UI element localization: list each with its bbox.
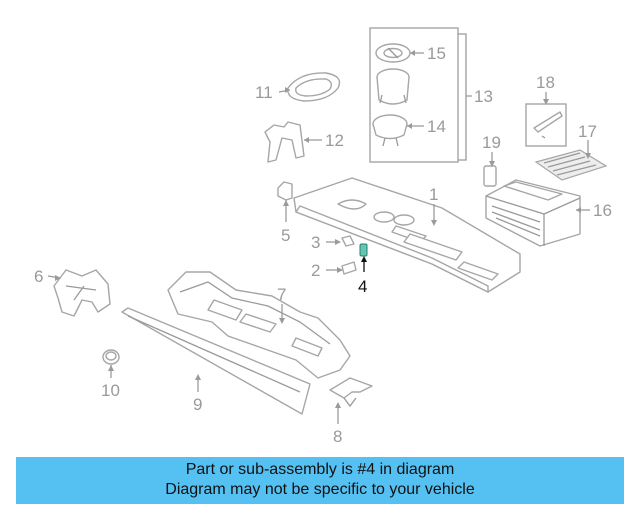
part-12-bracket[interactable] <box>264 121 305 163</box>
arrow-14 <box>407 123 412 129</box>
banner-line-part-number: Part or sub-assembly is #4 in diagram <box>185 461 455 478</box>
arrow-11 <box>285 87 290 93</box>
part-16-storage-bin[interactable] <box>485 179 581 247</box>
callout-3[interactable]: 3 <box>311 233 320 252</box>
arrow-17 <box>585 153 591 159</box>
info-banner: Part or sub-assembly is #4 in diagram Di… <box>16 457 624 504</box>
part-13-bracket <box>458 33 472 161</box>
exploded-parts-diagram: 15 13 14 11 12 1 19 18 17 16 5 3 2 4 6 7… <box>34 27 612 446</box>
arrow-19 <box>489 161 495 167</box>
callout-5[interactable]: 5 <box>281 226 290 245</box>
part-18-trim[interactable] <box>525 103 567 147</box>
part-15-cup-ring[interactable] <box>375 43 411 63</box>
arrow-15 <box>410 50 415 56</box>
part-10-grommet[interactable] <box>102 349 120 365</box>
part-9-side-panel[interactable] <box>121 307 311 415</box>
part-2-clip[interactable] <box>341 261 357 275</box>
arrow-8 <box>335 402 341 408</box>
callout-17[interactable]: 17 <box>578 122 597 141</box>
part-3-clip[interactable] <box>341 235 355 247</box>
callout-10[interactable]: 10 <box>101 381 120 400</box>
arrow-10 <box>108 365 114 371</box>
arrow-4 <box>361 256 367 262</box>
callout-12[interactable]: 12 <box>325 131 344 150</box>
callout-2[interactable]: 2 <box>311 261 320 280</box>
part-11-lid[interactable] <box>287 72 341 102</box>
arrow-6 <box>55 275 61 281</box>
arrow-3 <box>335 239 341 245</box>
part-7-frame[interactable] <box>167 271 351 379</box>
callout-16[interactable]: 16 <box>593 201 612 220</box>
arrow-16 <box>576 207 581 213</box>
arrow-18 <box>543 99 549 105</box>
callout-15[interactable]: 15 <box>427 44 446 63</box>
arrow-7 <box>279 318 285 324</box>
part-4-clip-highlighted[interactable] <box>359 243 368 257</box>
part-5-clip[interactable] <box>277 181 293 201</box>
callout-13[interactable]: 13 <box>474 87 493 106</box>
arrow-9 <box>195 374 201 380</box>
part-14-cup-base[interactable] <box>372 114 408 147</box>
callout-11[interactable]: 11 <box>255 83 273 102</box>
arrow-2 <box>337 267 343 273</box>
callout-6[interactable]: 6 <box>34 267 43 286</box>
callout-4[interactable]: 4 <box>358 277 367 296</box>
part-8-bracket[interactable] <box>329 377 373 408</box>
banner-line-disclaimer: Diagram may not be specific to your vehi… <box>165 481 475 498</box>
callout-8[interactable]: 8 <box>333 427 342 446</box>
part-6-bracket[interactable] <box>53 269 111 317</box>
callout-7[interactable]: 7 <box>277 285 286 304</box>
callout-19[interactable]: 19 <box>482 133 501 152</box>
callout-14[interactable]: 14 <box>427 117 446 136</box>
callout-18[interactable]: 18 <box>536 73 555 92</box>
arrow-12 <box>304 137 309 143</box>
arrow-1 <box>431 220 437 226</box>
arrow-5 <box>283 200 289 206</box>
callout-1[interactable]: 1 <box>429 185 438 204</box>
part-17-mat[interactable] <box>534 149 608 181</box>
part-19-switch[interactable] <box>483 165 497 187</box>
part-13-group-box <box>369 27 459 163</box>
callout-9[interactable]: 9 <box>193 395 202 414</box>
part-13-cup-insert[interactable] <box>376 68 410 105</box>
part-1-console-top[interactable] <box>293 177 521 293</box>
